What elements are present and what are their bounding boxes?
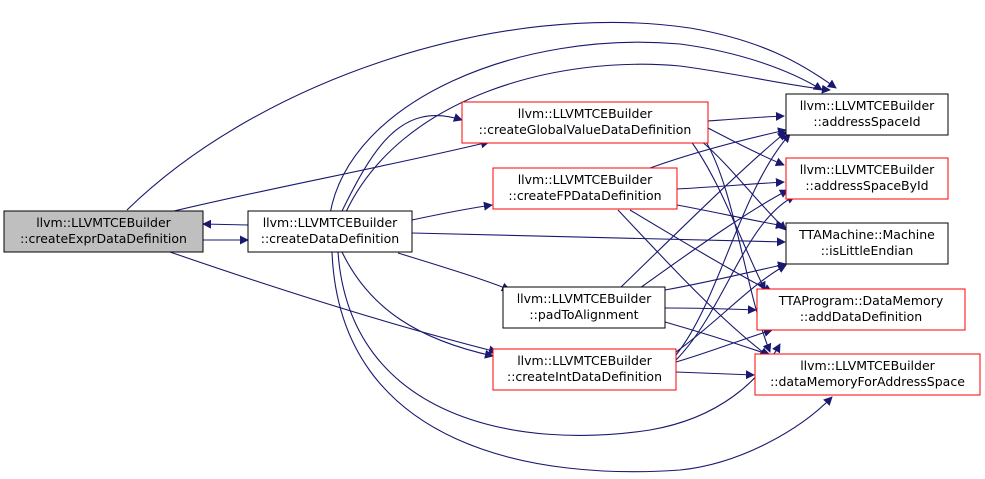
- node-box: [3, 210, 204, 253]
- edge-createexpr-to-createglobalvalue: [169, 139, 490, 213]
- edge-createdatadefinition-to-addressspaceid-a: [329, 41, 823, 215]
- node-box: [785, 93, 949, 136]
- edge-padtoalignment-to-datamemory: [664, 321, 771, 357]
- node-label-line2: ::createIntDataDefinition: [507, 369, 662, 384]
- node-box: [785, 222, 949, 265]
- node-label-line2: ::addDataDefinition: [800, 309, 922, 324]
- node-createfpdatadefinition[interactable]: llvm::LLVMTCEBuilder ::createFPDataDefin…: [492, 167, 678, 210]
- edge-createdatadefinition-to-createfp: [411, 201, 493, 221]
- node-label-line1: llvm::LLVMTCEBuilder: [517, 291, 652, 306]
- edge-createint-to-adddatadefinition: [675, 328, 773, 363]
- node-box: [492, 348, 677, 391]
- node-adddatadefinition[interactable]: TTAProgram::DataMemory ::addDataDefiniti…: [756, 288, 966, 331]
- edge-createdatadefinition-to-padtoalignment: [397, 252, 511, 292]
- edge-padtoalignment-to-adddatadefinition: [664, 305, 757, 315]
- edge-createint-to-addressspaceid: [675, 133, 791, 356]
- node-label-line2: ::createGlobalValueDataDefinition: [479, 122, 692, 137]
- node-label-line2: ::addressSpaceById: [805, 178, 928, 193]
- edge-createint-to-datamemory: [675, 370, 755, 380]
- node-box: [785, 157, 949, 200]
- node-label-line1: llvm::LLVMTCEBuilder: [518, 106, 653, 121]
- edge-createdatadefinition-to-createexpr: [202, 219, 249, 229]
- edge-createint-to-islittleendian: [675, 264, 787, 353]
- nodes: llvm::LLVMTCEBuilder ::createExprDataDef…: [3, 93, 981, 396]
- edge-padtoalignment-to-addressspaceid: [619, 131, 787, 289]
- node-box: [492, 167, 678, 210]
- node-label-line2: ::createFPDataDefinition: [508, 188, 661, 203]
- node-createexprdatadefinition[interactable]: llvm::LLVMTCEBuilder ::createExprDataDef…: [3, 210, 204, 253]
- node-label-line1: TTAMachine::Machine: [798, 227, 935, 242]
- node-box: [247, 210, 413, 253]
- node-box: [756, 288, 966, 331]
- node-label-line1: llvm::LLVMTCEBuilder: [36, 215, 171, 230]
- node-datamemoryforaddressspace[interactable]: llvm::LLVMTCEBuilder ::dataMemoryForAddr…: [754, 353, 981, 396]
- edge-createdatadefinition-to-datamemory: [331, 251, 833, 473]
- node-createdatadefinition[interactable]: llvm::LLVMTCEBuilder ::createDataDefinit…: [247, 210, 413, 253]
- node-addressspacebyid[interactable]: llvm::LLVMTCEBuilder ::addressSpaceById: [785, 157, 949, 200]
- node-createintdatadefinition[interactable]: llvm::LLVMTCEBuilder ::createIntDataDefi…: [492, 348, 677, 391]
- edge-createdatadefinition-to-createint: [341, 251, 494, 359]
- node-label-line1: llvm::LLVMTCEBuilder: [517, 353, 652, 368]
- edge-createglobalvalue-to-adddatadefinition: [689, 139, 766, 291]
- edge-createfp-to-addressspacebyid: [676, 177, 785, 190]
- edges: [126, 21, 837, 473]
- node-box: [754, 353, 981, 396]
- node-label-line2: ::addressSpaceId: [813, 114, 920, 129]
- edge-createexpr-to-addressspaceid: [126, 21, 837, 211]
- edge-createglobalvalue-to-addressspaceid: [707, 111, 785, 122]
- edge-createdatadefinition-to-islittleendian: [411, 232, 786, 247]
- node-box: [461, 101, 709, 144]
- node-label-line1: llvm::LLVMTCEBuilder: [518, 172, 653, 187]
- node-addressspaceid[interactable]: llvm::LLVMTCEBuilder ::addressSpaceId: [785, 93, 949, 136]
- node-islittleendian[interactable]: TTAMachine::Machine ::isLittleEndian: [785, 222, 949, 265]
- node-label-line1: TTAProgram::DataMemory: [778, 293, 944, 308]
- node-label-line1: llvm::LLVMTCEBuilder: [800, 358, 935, 373]
- node-label-line1: llvm::LLVMTCEBuilder: [263, 215, 398, 230]
- node-label-line1: llvm::LLVMTCEBuilder: [800, 162, 935, 177]
- edge-createfp-to-datamemory: [617, 209, 769, 357]
- node-label-line2: ::padToAlignment: [529, 307, 638, 322]
- edge-createint-to-addressspacebyid: [675, 195, 796, 361]
- edge-createdatadefinition-to-createglobalvalue: [339, 113, 463, 216]
- node-label-line2: ::createDataDefinition: [261, 231, 399, 246]
- edge-createdatadefinition-to-addressspaceid-b: [344, 63, 831, 215]
- node-label-line1: llvm::LLVMTCEBuilder: [800, 98, 935, 113]
- edge-createfp-to-addressspaceid: [649, 127, 787, 169]
- node-label-line2: ::dataMemoryForAddressSpace: [770, 374, 965, 389]
- edge-createfp-to-islittleendian: [676, 204, 785, 230]
- node-box: [502, 286, 666, 329]
- node-createglobalvaluedatadefinition[interactable]: llvm::LLVMTCEBuilder ::createGlobalValue…: [461, 101, 709, 144]
- node-label-line2: ::createExprDataDefinition: [20, 231, 187, 246]
- edge-padtoalignment-to-islittleendian: [664, 261, 787, 291]
- edge-createexpr-to-createintdatadefinition: [169, 251, 498, 355]
- edge-createdatadefinition-to-adddatadefinition: [337, 251, 781, 436]
- node-label-line2: ::isLittleEndian: [821, 243, 914, 258]
- edge-createglobalvalue-to-addressspacebyid: [707, 127, 785, 167]
- edge-padtoalignment-to-addressspacebyid: [639, 189, 789, 289]
- node-padtoalignment[interactable]: llvm::LLVMTCEBuilder ::padToAlignment: [502, 286, 666, 329]
